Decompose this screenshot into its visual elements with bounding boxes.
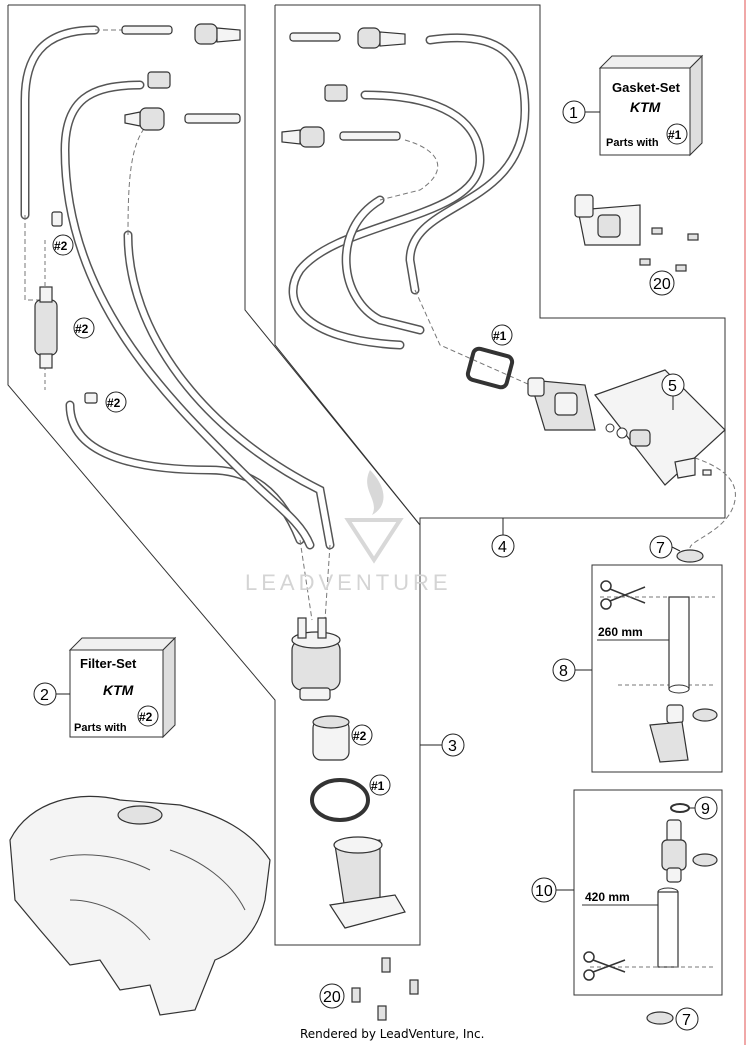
callout-3: 3 [420,733,465,757]
filter-set-tag: #2 [139,710,153,724]
svg-text:#2: #2 [75,322,89,336]
tag-filter-middle: #2 [73,317,95,339]
svg-text:8: 8 [559,663,568,680]
callout-20-top: 20 [649,270,675,296]
callout-1: 1 [562,100,600,124]
hose-connector-set-left [121,23,241,131]
screw-set-bottom [351,957,419,1021]
pump-bushing [312,715,350,761]
svg-text:3: 3 [448,738,457,755]
callout-7-bottom: 7 [675,1007,699,1031]
svg-text:7: 7 [682,1012,691,1029]
flange-assembly-top [574,194,641,246]
hose-piece-420 [657,887,679,968]
svg-text:#2: #2 [107,396,121,410]
svg-text:#2: #2 [54,239,68,253]
pump-gasket [310,778,370,822]
footer-credit: Rendered by LeadVenture, Inc. [300,1027,484,1041]
gasket-set-brand: KTM [630,99,661,115]
leader-hose-b [127,121,151,236]
tag-filter-lower: #2 [105,391,127,413]
svg-text:4: 4 [498,539,507,556]
fuel-filter [34,211,98,404]
fuel-tank [9,795,271,1016]
fuel-hose-right-b [288,90,485,350]
tag-pump-gasket: #1 [369,774,391,796]
callout-8: 8 [552,658,592,682]
gasket-set-tag-circle [666,123,688,145]
gasket-set-tag: #1 [668,128,682,142]
filter-set-tag-circle [137,705,159,727]
fuel-hose-short [123,230,335,550]
leader-right-a [379,139,439,201]
svg-text:#1: #1 [371,779,385,793]
o-ring [670,803,690,813]
svg-text:#1: #1 [493,329,507,343]
pump-flange [527,377,596,431]
gasket-set-title: Gasket-Set [612,80,681,95]
filter-set-title: Filter-Set [80,656,137,671]
hose-cut-frame-260 [591,564,723,773]
svg-text:10: 10 [535,883,553,900]
fuel-hose-left [20,25,305,545]
callout-2: 2 [33,682,70,706]
svg-text:2: 2 [40,687,49,704]
group-frame-left [7,4,421,946]
flange-kit [594,369,726,486]
group-frame-right [274,4,726,527]
svg-text:#2: #2 [353,729,367,743]
gasket-set-parts-with: Parts with [606,137,659,149]
callout-9: 9 [689,796,718,820]
scissors-icon-2 [583,951,626,981]
svg-text:7: 7 [656,540,665,557]
dimension-420: 420 mm [585,890,630,904]
tag-flange-gasket: #1 [491,324,513,346]
hose-clamp-bottom [646,1011,674,1025]
hose-connector-set-right [281,27,406,148]
leader-hose-d [299,539,313,621]
leadventure-logo: LEADVENTURE [245,470,452,595]
callout-4: 4 [491,518,515,558]
tag-filter-upper: #2 [52,234,74,256]
hose-clamp-top [676,549,704,563]
fuel-hose-right-c [341,195,425,335]
callout-5: 5 [661,373,685,410]
quick-coupling-420 [661,819,718,883]
fuel-pump [291,617,341,701]
fuel-hose-long [60,80,315,550]
svg-text:20: 20 [653,276,671,293]
svg-text:1: 1 [569,105,578,122]
screw-set-top [639,227,699,272]
pump-housing [328,836,406,929]
flange-gasket [465,346,515,390]
quick-coupling-260 [649,704,718,763]
dimension-260: 260 mm [598,625,643,639]
leader-right-b [414,289,531,386]
scissors-icon [600,580,646,610]
callout-10: 10 [531,877,574,903]
tag-pump-bushing: #2 [351,724,373,746]
callout-20-bottom: 20 [319,983,345,1009]
hose-piece-260 [668,596,690,694]
watermark-text: LEADVENTURE [245,570,452,595]
filter-set-brand: KTM [103,682,134,698]
svg-text:9: 9 [701,801,710,818]
fuel-hose-right-a [405,33,530,295]
hose-cut-frame-420 [573,789,723,996]
leader-hose-e [324,544,331,621]
callout-7-top: 7 [649,535,681,559]
filter-set-parts-with: Parts with [74,722,127,734]
svg-text:5: 5 [668,378,677,395]
svg-text:20: 20 [323,989,341,1006]
